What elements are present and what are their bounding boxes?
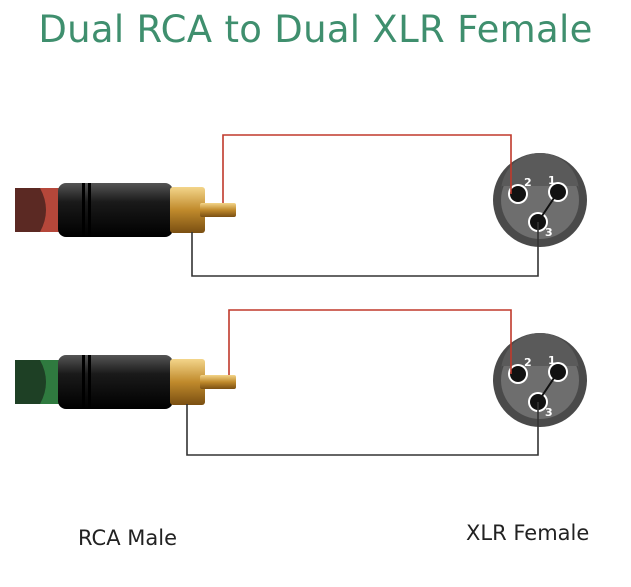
pin-1-label: 1 (548, 174, 556, 187)
ground-wire-top (191, 222, 539, 277)
xlr-connector-top: 2 1 3 (492, 152, 588, 248)
signal-wire-top (222, 134, 512, 203)
ground-wire-bottom (186, 402, 539, 456)
rca-connector-green (15, 355, 236, 409)
signal-wire-bottom (228, 309, 512, 375)
pin-2-label: 2 (524, 356, 532, 369)
pin-3-label: 3 (545, 226, 553, 239)
pin-1-label: 1 (548, 354, 556, 367)
xlr-female-label: XLR Female (466, 521, 590, 545)
pin-3-label: 3 (545, 406, 553, 419)
rca-connector-red (15, 183, 236, 237)
diagram-title: Dual RCA to Dual XLR Female (38, 8, 593, 51)
rca-male-label: RCA Male (78, 526, 177, 550)
xlr-connector-bottom: 2 1 3 (492, 332, 588, 428)
pin-2-label: 2 (524, 176, 532, 189)
